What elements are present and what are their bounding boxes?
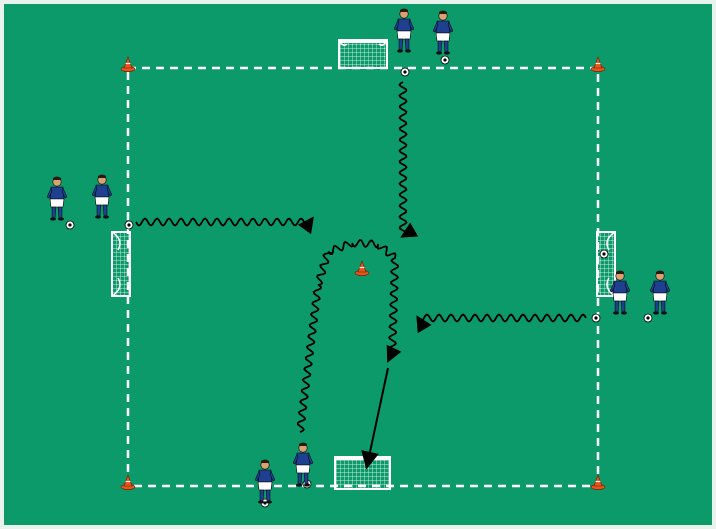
ball-top-queue bbox=[441, 56, 449, 64]
ball-left-start bbox=[125, 221, 133, 229]
ball-right-goal bbox=[600, 250, 608, 258]
goal-bottom bbox=[335, 457, 390, 489]
ball-left-queue bbox=[66, 221, 74, 229]
goal-left bbox=[112, 232, 130, 296]
ball-right-start bbox=[592, 314, 600, 322]
ball-top-start bbox=[401, 68, 409, 76]
ball-right-queue bbox=[644, 314, 652, 322]
goal-top bbox=[339, 40, 387, 68]
